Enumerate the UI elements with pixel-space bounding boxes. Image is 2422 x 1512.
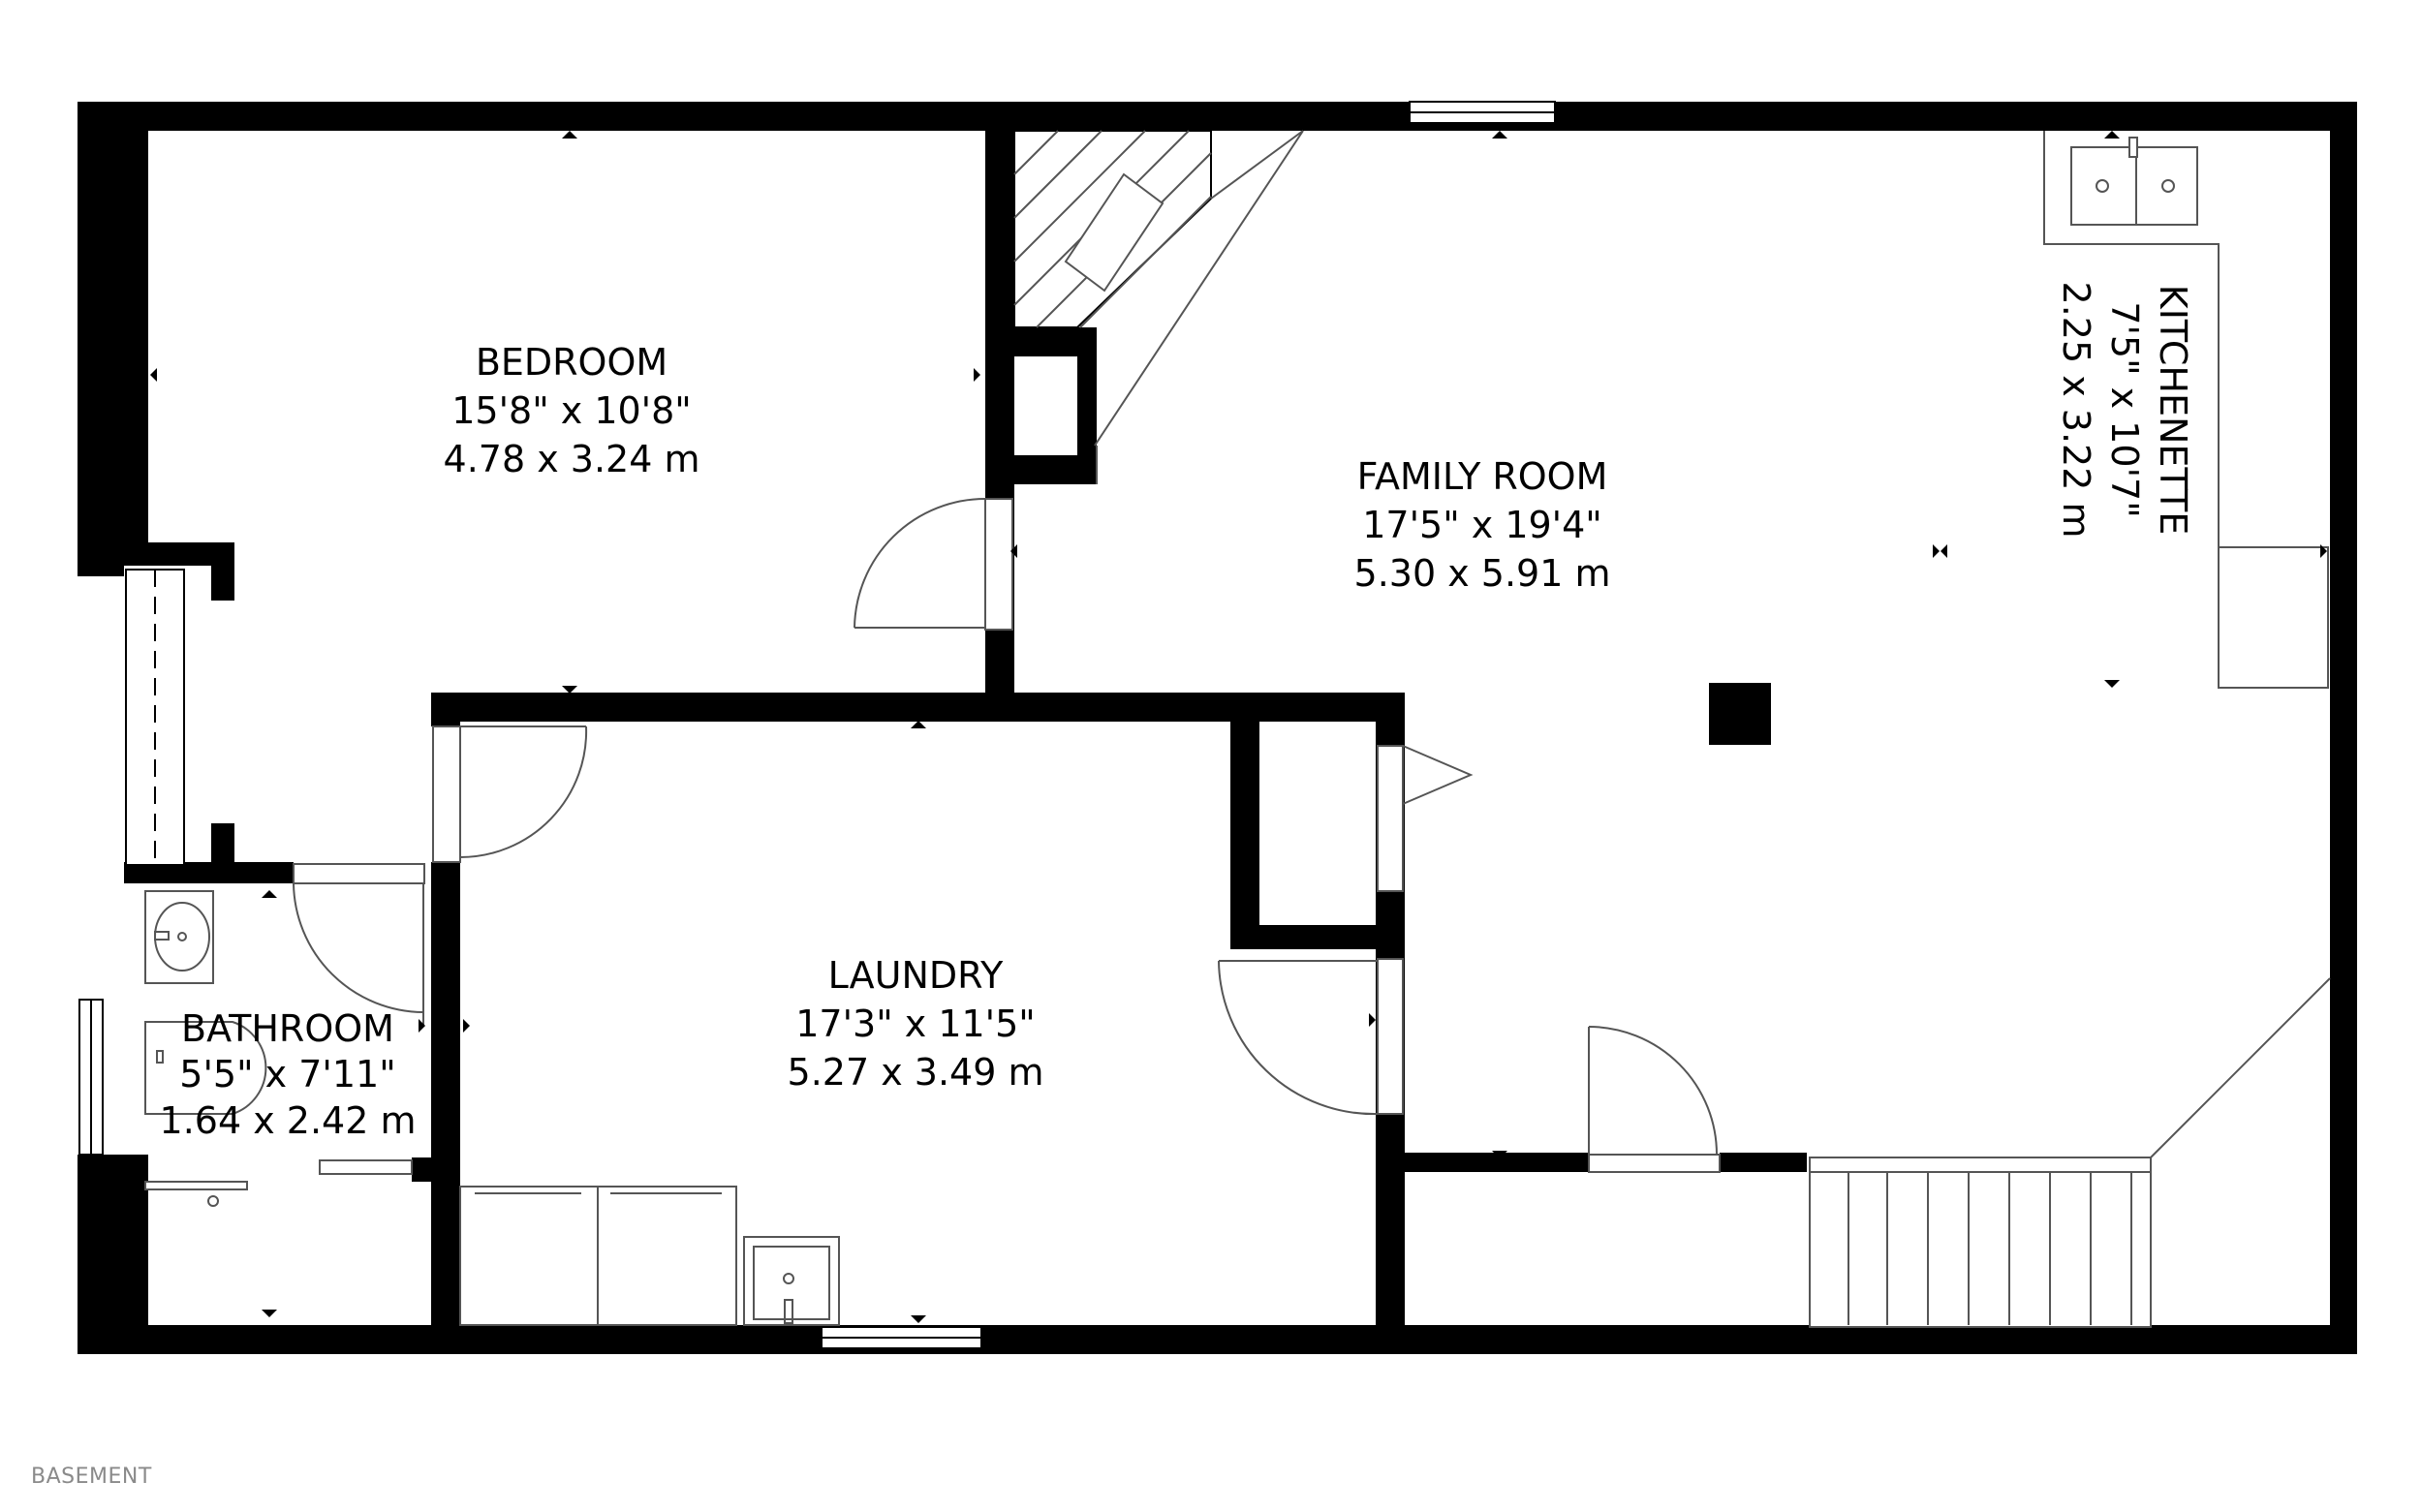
bedroom-imperial: 15'8" x 10'8" [451, 389, 692, 432]
exterior-walls [78, 102, 2357, 1354]
room-label-family-room: FAMILY ROOM 17'5" x 19'4" 5.30 x 5.91 m [1354, 455, 1611, 595]
bathroom-fixtures [144, 890, 267, 1207]
room-label-bedroom: BEDROOM 15'8" x 10'8" 4.78 x 3.24 m [444, 341, 700, 480]
dimension-markers [150, 131, 2327, 1323]
family-room-name: FAMILY ROOM [1357, 455, 1608, 498]
doors [293, 498, 1721, 1175]
bathroom-imperial: 5'5" x 7'11" [179, 1053, 395, 1095]
kitchenette-metric: 2.25 x 3.22 m [2055, 282, 2097, 539]
floor-label: BASEMENT [31, 1465, 152, 1489]
kitchenette-name: KITCHENETTE [2152, 285, 2194, 535]
laundry-fixtures [459, 1186, 840, 1326]
room-label-laundry: LAUNDRY 17'3" x 11'5" 5.27 x 3.49 m [788, 954, 1044, 1094]
room-label-bathroom: BATHROOM 5'5" x 7'11" 1.64 x 2.42 m [160, 1007, 417, 1142]
bedroom-metric: 4.78 x 3.24 m [444, 438, 700, 480]
laundry-metric: 5.27 x 3.49 m [788, 1051, 1044, 1094]
windows [78, 101, 1556, 1349]
family-room-metric: 5.30 x 5.91 m [1354, 552, 1611, 595]
stairs-top [1013, 130, 1304, 484]
bathroom-metric: 1.64 x 2.42 m [160, 1099, 417, 1142]
family-room-imperial: 17'5" x 19'4" [1362, 504, 1602, 546]
bedroom-name: BEDROOM [476, 341, 668, 384]
kitchenette-imperial: 7'5" x 10'7" [2103, 301, 2146, 517]
kitchenette-counter [2043, 131, 2329, 689]
bathroom-name: BATHROOM [181, 1007, 394, 1050]
laundry-imperial: 17'3" x 11'5" [795, 1003, 1036, 1045]
stairs-bottom [1809, 977, 2331, 1328]
laundry-name: LAUNDRY [828, 954, 1005, 997]
room-label-kitchenette: KITCHENETTE 7'5" x 10'7" 2.25 x 3.22 m [2055, 282, 2194, 539]
interior-walls [124, 126, 1807, 1327]
